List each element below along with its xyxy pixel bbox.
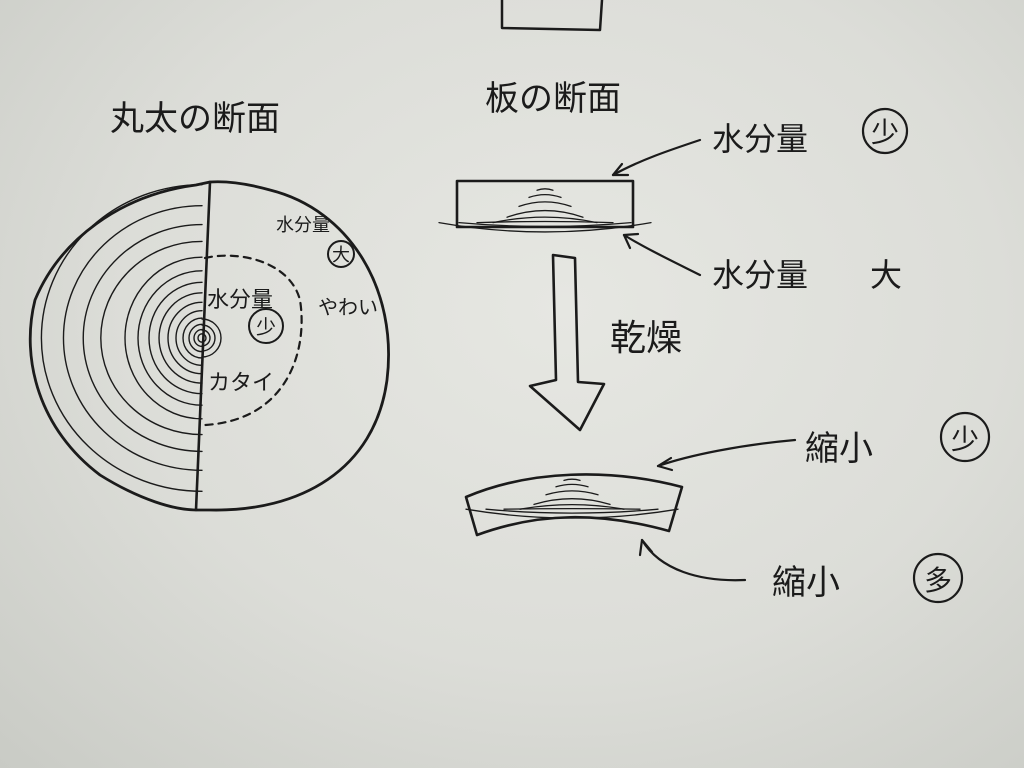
core-boundary-dashed — [203, 254, 303, 427]
board-grain-line — [438, 221, 652, 233]
growth-ring — [124, 256, 203, 420]
result-bottom-amount: 多 — [924, 564, 952, 597]
warped-board-outline — [464, 473, 684, 537]
board-grain-line — [492, 216, 598, 224]
growth-ring — [62, 205, 203, 471]
growth-ring — [148, 281, 203, 395]
board-after — [464, 473, 684, 537]
growth-ring — [100, 240, 203, 436]
board-top-circle — [861, 107, 909, 155]
result-top-label: 縮小 — [805, 429, 873, 469]
growth-ring — [182, 317, 203, 359]
growth-ring — [167, 301, 203, 375]
warped-grain-line — [485, 508, 659, 514]
board-grain-line — [506, 209, 584, 218]
board-grain-line — [528, 193, 562, 199]
board-grain-line — [458, 221, 632, 228]
board-bottom-arrowhead — [622, 232, 640, 250]
growth-ring — [193, 328, 203, 348]
drying-arrow — [528, 253, 606, 432]
warped-grain-line — [503, 507, 641, 510]
outer-moisture-circle — [327, 240, 355, 268]
growth-ring — [201, 329, 211, 347]
board-title: 板の断面 — [485, 79, 621, 119]
warped-grain-line — [555, 483, 589, 488]
result-top-arrow — [656, 438, 797, 468]
core-property: カタイ — [208, 371, 274, 396]
board-grain — [438, 188, 652, 233]
growth-ring — [201, 324, 216, 352]
result-bottom-arrowhead — [638, 538, 654, 557]
board-outline — [455, 179, 635, 229]
board-bottom-amount: 大 — [870, 256, 902, 294]
growth-ring — [175, 310, 203, 366]
outer-property: やわい — [318, 295, 378, 319]
result-top-arrowhead — [656, 456, 674, 472]
warped-grain-line — [563, 478, 581, 482]
board-top-arrowhead — [611, 162, 630, 177]
growth-rings — [40, 184, 222, 492]
core-moisture-circle — [248, 308, 284, 344]
result-bottom-label: 縮小 — [772, 563, 840, 603]
outer-moisture-label: 水分量 — [276, 215, 330, 236]
result-top-amount: 少 — [951, 423, 979, 456]
outer-moisture-amount: 大 — [332, 245, 350, 266]
result-top-circle — [939, 411, 991, 463]
board-bottom-label: 水分量 — [712, 256, 808, 294]
log-cross-section — [28, 180, 390, 512]
drying-label: 乾燥 — [610, 318, 682, 359]
growth-ring — [197, 333, 203, 343]
board-before — [438, 179, 652, 233]
growth-ring — [158, 292, 203, 384]
warped-grain-line — [465, 508, 679, 519]
growth-ring — [137, 270, 203, 406]
log-title: 丸太の断面 — [110, 99, 280, 139]
result-bottom-circle — [912, 552, 964, 604]
growth-ring — [82, 223, 203, 453]
board-top-arrow — [611, 138, 702, 177]
board-top-label: 水分量 — [712, 120, 808, 158]
board-grain-line — [536, 188, 554, 191]
growth-ring — [188, 323, 203, 353]
cropped-box — [500, 0, 604, 32]
result-bottom-arrow — [640, 538, 747, 582]
growth-ring — [40, 184, 203, 492]
board-bottom-arrow — [622, 233, 702, 277]
warped-board-grain — [465, 478, 679, 519]
board-top-amount: 少 — [871, 116, 899, 149]
growth-ring — [201, 318, 222, 358]
board-grain-line — [476, 220, 614, 224]
log-outline — [28, 180, 390, 512]
warped-grain-line — [533, 498, 611, 506]
growth-ring — [201, 333, 207, 343]
warped-grain-line — [545, 490, 599, 496]
core-moisture-amount: 少 — [256, 315, 276, 339]
board-grain-line — [518, 201, 572, 208]
warped-grain-line — [519, 503, 625, 510]
